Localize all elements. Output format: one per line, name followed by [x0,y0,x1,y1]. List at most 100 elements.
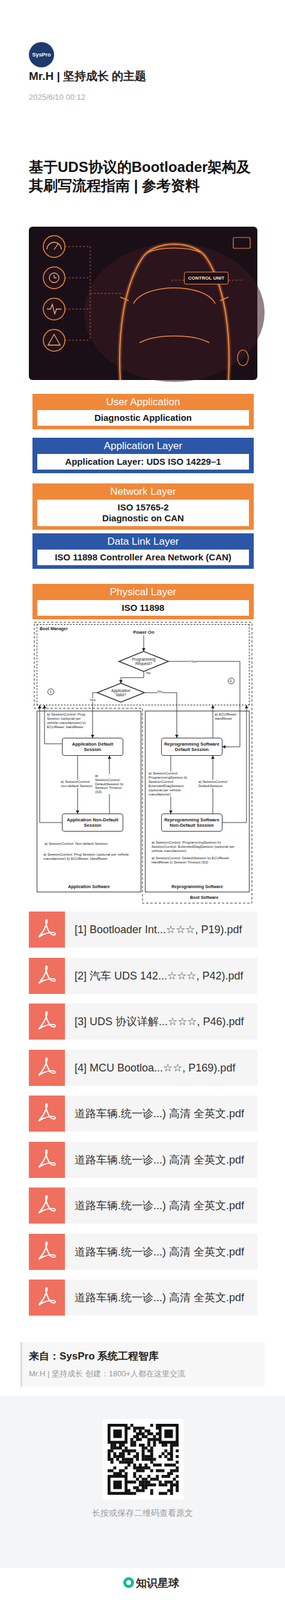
qr-module [147,1480,151,1484]
node-text: 道路车辆.统一诊...) 高清 全英文.pdf [74,1244,245,1260]
qr-module [144,1458,148,1462]
qr-module [147,1474,151,1478]
qr-module [130,1440,134,1444]
qr-module [141,1443,145,1447]
car-body [119,244,230,380]
edge-label: a) SessionControl: ProgrammingSession b)… [148,771,196,797]
file-row: [1] Bootloader Int...☆☆☆, P19).pdf [64,911,258,948]
qr-module [138,1474,142,1478]
pdf-icon-tile [28,1049,65,1086]
pdf-icon [39,1195,56,1213]
qr-module [153,1435,157,1439]
footer-card [20,1342,265,1387]
qr-module [132,1471,136,1475]
qr-module [113,1443,117,1447]
qr-module [141,1455,145,1459]
diamond-shape [97,683,145,702]
session-box: Application Non-Default Session [61,813,124,832]
qr-module [132,1480,136,1484]
qr-module [158,1469,162,1473]
session-box: Reprogramming Software Default Session [161,737,223,756]
qr-module [116,1471,120,1475]
qr-module [170,1491,174,1495]
transition-arrow [120,671,144,684]
qr-module [175,1489,179,1493]
heading-text: Data Link Layer [32,533,254,550]
qr-module [141,1477,145,1481]
qr-frame [102,1418,184,1500]
qr-module [127,1463,131,1467]
callout-number: 2 [227,677,235,685]
qr-module [130,1491,134,1495]
file-row: 道路车辆.统一诊...) 高清 全英文.pdf [64,1141,258,1178]
node-text: Application Valid? [107,688,135,697]
qr-module [138,1469,142,1473]
qr-module [144,1483,148,1487]
qr-finder [161,1426,177,1442]
node-text: Reprogramming Software Default Session [164,741,220,753]
qr-module [153,1483,157,1487]
node-text: ISO 15765-2 Diagnostic on CAN [98,502,189,524]
node-text: Application Default Session [64,741,121,753]
qr-module [167,1489,171,1493]
qr-module [144,1429,148,1433]
qr-module [122,1452,126,1456]
qr-module [170,1483,174,1487]
edge-label: a) ECUReset: HardReset [214,712,239,721]
diamond-shape [119,651,169,672]
pdf-icon-tile [28,1003,65,1040]
node-text: 道路车辆.统一诊...) 高清 全英文.pdf [74,1106,245,1121]
qr-module [130,1449,134,1453]
qr-module [147,1443,151,1447]
qr-module [173,1463,177,1467]
qr-module [130,1458,134,1462]
qr-module [110,1446,114,1450]
qr-module [124,1458,128,1462]
flow-panel: Boot ManagerPower OnProgramming Request?… [32,620,254,907]
decision-diamond: Application Valid? [96,683,145,703]
qr-module [130,1423,134,1427]
node-text: [1] Bootloader Int...☆☆☆, P19).pdf [74,922,243,937]
heading-text: Reprogramming Software [145,884,249,889]
post-title: 基于UDS协议的Bootloader架构及其刷写流程指南 | 参考资料 [28,157,258,195]
qr-finder [107,1423,128,1444]
region-label: Boot Software [190,895,219,900]
qr-finder [164,1429,173,1438]
qr-module [135,1458,139,1462]
transition-note: a) SessionControl: Non-default Session [44,841,135,846]
edge-label: a) SessionControl: DefaultSession [198,779,230,789]
qr-module [113,1446,117,1450]
edge-label: a) SessionControl: Prog Session (optiona… [43,852,137,862]
qr-module [144,1463,148,1467]
avatar-logo: SysPro [28,42,55,68]
qr-finder [113,1480,122,1489]
qr-module [132,1443,136,1447]
qr-module [144,1446,148,1450]
car-illustration [28,226,265,382]
control-unit-box: CONTROL UNIT [183,271,229,285]
qr-module [175,1474,179,1478]
qr-module [141,1435,145,1439]
source-note: Mr.H | 坚持成长 创建：1800+人都在这里交流 [28,1368,186,1380]
car-glow [119,244,230,380]
qr-module [135,1466,139,1470]
qr-module [147,1483,151,1487]
qr-module [150,1489,154,1493]
qr-module [132,1429,136,1433]
logo-icon [123,1577,135,1588]
qr-module [141,1446,145,1450]
gauge [43,266,65,289]
node-text: 道路车辆.统一诊...) 高清 全英文.pdf [74,1198,245,1213]
software-region: Application SoftwareApplication Default … [36,710,142,893]
transition-note: a) SessionControl: ProgrammingSession b)… [151,840,242,854]
qr-module [150,1438,154,1442]
qr-module [116,1455,120,1459]
qr-module [167,1480,171,1484]
node-text: ISO 11898 Controller Area Network (CAN) [54,551,232,563]
qr-module [161,1483,165,1487]
qr-module [127,1480,131,1484]
qr-module [138,1480,142,1484]
qr-module [141,1489,145,1493]
qr-module [150,1477,154,1481]
qr-module [164,1463,168,1467]
